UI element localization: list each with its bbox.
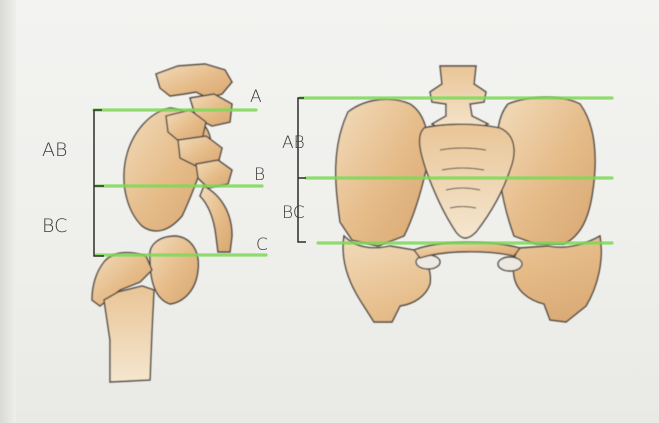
sacrum (420, 124, 515, 238)
right-label-bc: BC (282, 203, 305, 223)
femoral-head (150, 236, 199, 304)
point-label-a: A (250, 87, 262, 107)
right-ilium (336, 99, 429, 246)
sacrum-segment-4 (196, 160, 232, 188)
left-obturator-foramen (498, 257, 522, 271)
femur-shaft (104, 286, 154, 382)
lumbar-vertebra (156, 64, 232, 98)
left-ilium (497, 97, 595, 244)
lateral-pelvis-drawing (92, 64, 232, 382)
point-label-c: C (256, 235, 268, 255)
coccyx (200, 186, 232, 252)
left-label-bc: BC (42, 215, 67, 237)
point-label-b: B (254, 165, 265, 185)
left-label-ab: AB (42, 139, 67, 161)
frontal-pelvis-drawing (336, 66, 602, 322)
right-label-ab: AB (282, 133, 305, 153)
left-bracket (94, 110, 104, 256)
